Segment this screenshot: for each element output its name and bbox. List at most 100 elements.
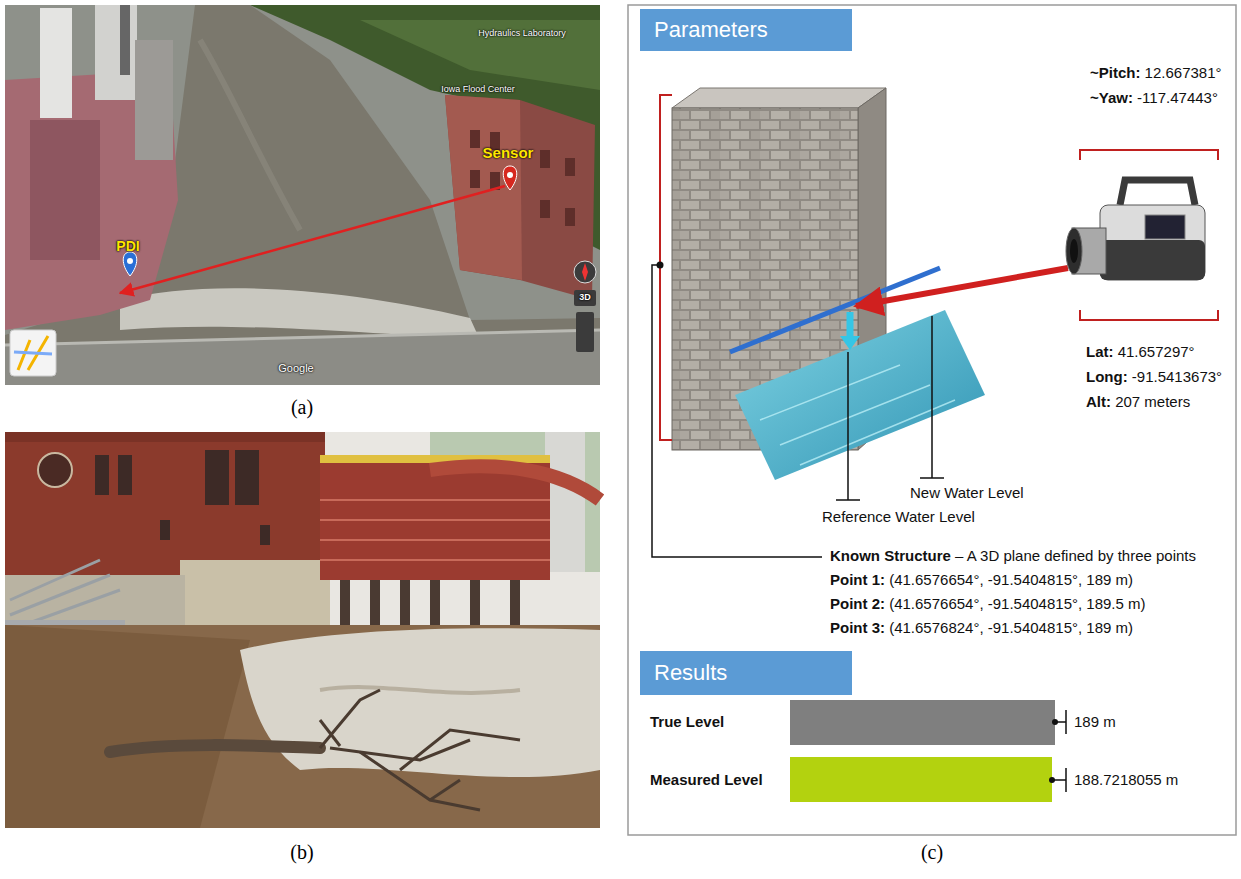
concrete-wall: [5, 575, 185, 630]
value-tick: [1052, 719, 1058, 725]
windows: [260, 525, 270, 545]
camera: [1100, 240, 1205, 280]
level-arrow: [847, 312, 854, 340]
compass: [582, 263, 588, 281]
building-stripes: [320, 500, 550, 560]
silo: [545, 432, 585, 572]
aerial-view: [5, 5, 600, 385]
camera: [1066, 180, 1205, 280]
whitewater: [240, 628, 600, 777]
windows: [118, 455, 132, 495]
building-stripes: [320, 539, 550, 541]
map-place-label: Iowa Flood Center: [441, 84, 515, 95]
header-text: Parameters: [654, 17, 768, 43]
result-name: True Level: [650, 713, 724, 731]
round-window: [38, 453, 72, 487]
pipe: [430, 466, 600, 500]
river-photo: [5, 432, 600, 828]
flood-center-building: [445, 95, 522, 280]
calm-water: [5, 625, 250, 828]
leader-line: [920, 316, 944, 478]
windows: [470, 130, 575, 226]
building-stripes: [320, 499, 550, 501]
sensor-pin: [503, 166, 517, 190]
map-marker-label: PDI: [116, 238, 139, 255]
camera: [1066, 228, 1082, 274]
river: [5, 5, 600, 385]
whitewater: [120, 288, 480, 340]
camera: [1070, 239, 1078, 263]
leader-line: [836, 352, 860, 500]
windows: [540, 200, 550, 218]
panel-caption: (a): [291, 395, 313, 419]
branches: [320, 690, 380, 748]
camera-parameter: ~Pitch: 12.667381°: [1090, 64, 1222, 82]
camera-ray: [856, 268, 1068, 306]
branches: [330, 740, 470, 760]
result-value: 189 m: [1074, 713, 1116, 731]
camera-bracket: [1080, 150, 1218, 160]
camera-parameter: Lat: 41.657297°: [1086, 343, 1195, 361]
smokestack: [95, 5, 137, 100]
windows: [470, 130, 480, 148]
structure-point: Point 2: (41.6576654°, -91.5404815°, 189…: [830, 595, 1146, 613]
pillars: [340, 580, 350, 630]
panel-caption: (c): [921, 840, 943, 864]
compass: [574, 261, 596, 283]
branches: [320, 690, 520, 810]
inset-map: [14, 352, 52, 354]
structure-point: Point 1: (41.6576654°, -91.5404815°, 189…: [830, 571, 1133, 589]
aerial-view: [5, 5, 600, 385]
windows: [565, 158, 575, 176]
measured-level-bar: [790, 757, 1052, 802]
level-label: New Water Level: [910, 484, 1024, 502]
camera-bracket: [1080, 310, 1218, 320]
pillars: [430, 580, 440, 630]
section-header: Results: [640, 651, 852, 695]
map-marker-label: Sensor: [483, 144, 534, 162]
river-ripple: [200, 40, 300, 230]
whitewater: [320, 687, 520, 693]
camera: [1100, 205, 1205, 280]
pillars: [510, 580, 520, 625]
result-value: 188.7218055 m: [1074, 771, 1178, 789]
map-control: [576, 312, 594, 352]
stair-railing: [10, 560, 120, 630]
pillars: [470, 580, 480, 625]
result-name: Measured Level: [650, 771, 763, 789]
brick-building: [5, 432, 325, 442]
true-level-bar: [790, 700, 1055, 745]
river-photo: [5, 432, 600, 828]
windows: [540, 150, 550, 168]
branches: [360, 752, 480, 810]
windows: [160, 520, 170, 540]
map-control: [574, 290, 596, 306]
panel-caption: (b): [290, 840, 313, 864]
camera-parameter: Long: -91.5413673°: [1086, 368, 1222, 386]
smokestack: [40, 8, 72, 118]
parameters-panel: [628, 5, 1236, 835]
windows: [470, 170, 480, 188]
branches: [430, 780, 460, 800]
structure-point: Point 3: (41.6576824°, -91.5404815°, 189…: [830, 619, 1133, 637]
section-header: Parameters: [640, 9, 852, 51]
windows: [95, 450, 270, 545]
pdi-pin: [123, 252, 137, 276]
sight-line: [120, 186, 505, 293]
pdi-pin: [127, 258, 133, 264]
tree-area: [360, 20, 600, 90]
river-water: [5, 625, 600, 828]
level-label: Reference Water Level: [822, 508, 975, 526]
windows: [205, 450, 229, 505]
map-control-label: 3D: [579, 292, 591, 303]
water-ripple: [760, 365, 955, 465]
building-stripes: [320, 559, 550, 561]
windows: [95, 455, 109, 495]
map-watermark: Google: [278, 362, 313, 375]
camera: [1120, 180, 1195, 205]
smokestack: [120, 5, 130, 75]
value-tick: [1049, 777, 1055, 783]
log: [110, 745, 320, 752]
